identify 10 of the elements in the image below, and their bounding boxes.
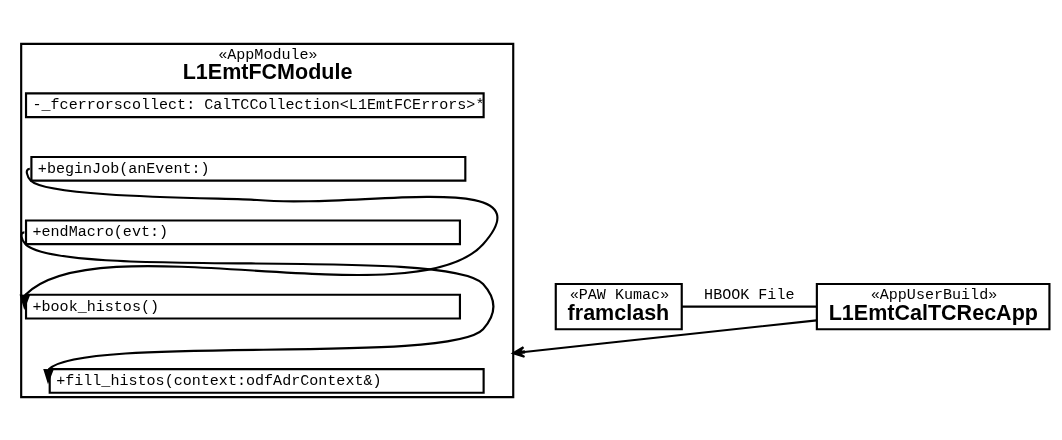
arrow <box>512 318 817 358</box>
node-box: -_fcerrorscollect: CalTCCollection<L1EmtFCErrors>* <box>24 91 485 118</box>
node-box: +book_histos() <box>24 293 461 320</box>
connector <box>682 305 817 308</box>
edge-label: HBOOK File <box>704 285 795 304</box>
node-box: +beginJob(anEvent:) <box>30 155 467 182</box>
node-box: +fill_histos(context:odfAdrContext&) <box>48 367 485 394</box>
node-box: «AppUserBuild» L1EmtCalTCRecApp <box>815 282 1051 330</box>
node-box: «PAW Kumac» framclash <box>554 282 683 330</box>
node-box: +endMacro(evt:) <box>24 218 461 245</box>
